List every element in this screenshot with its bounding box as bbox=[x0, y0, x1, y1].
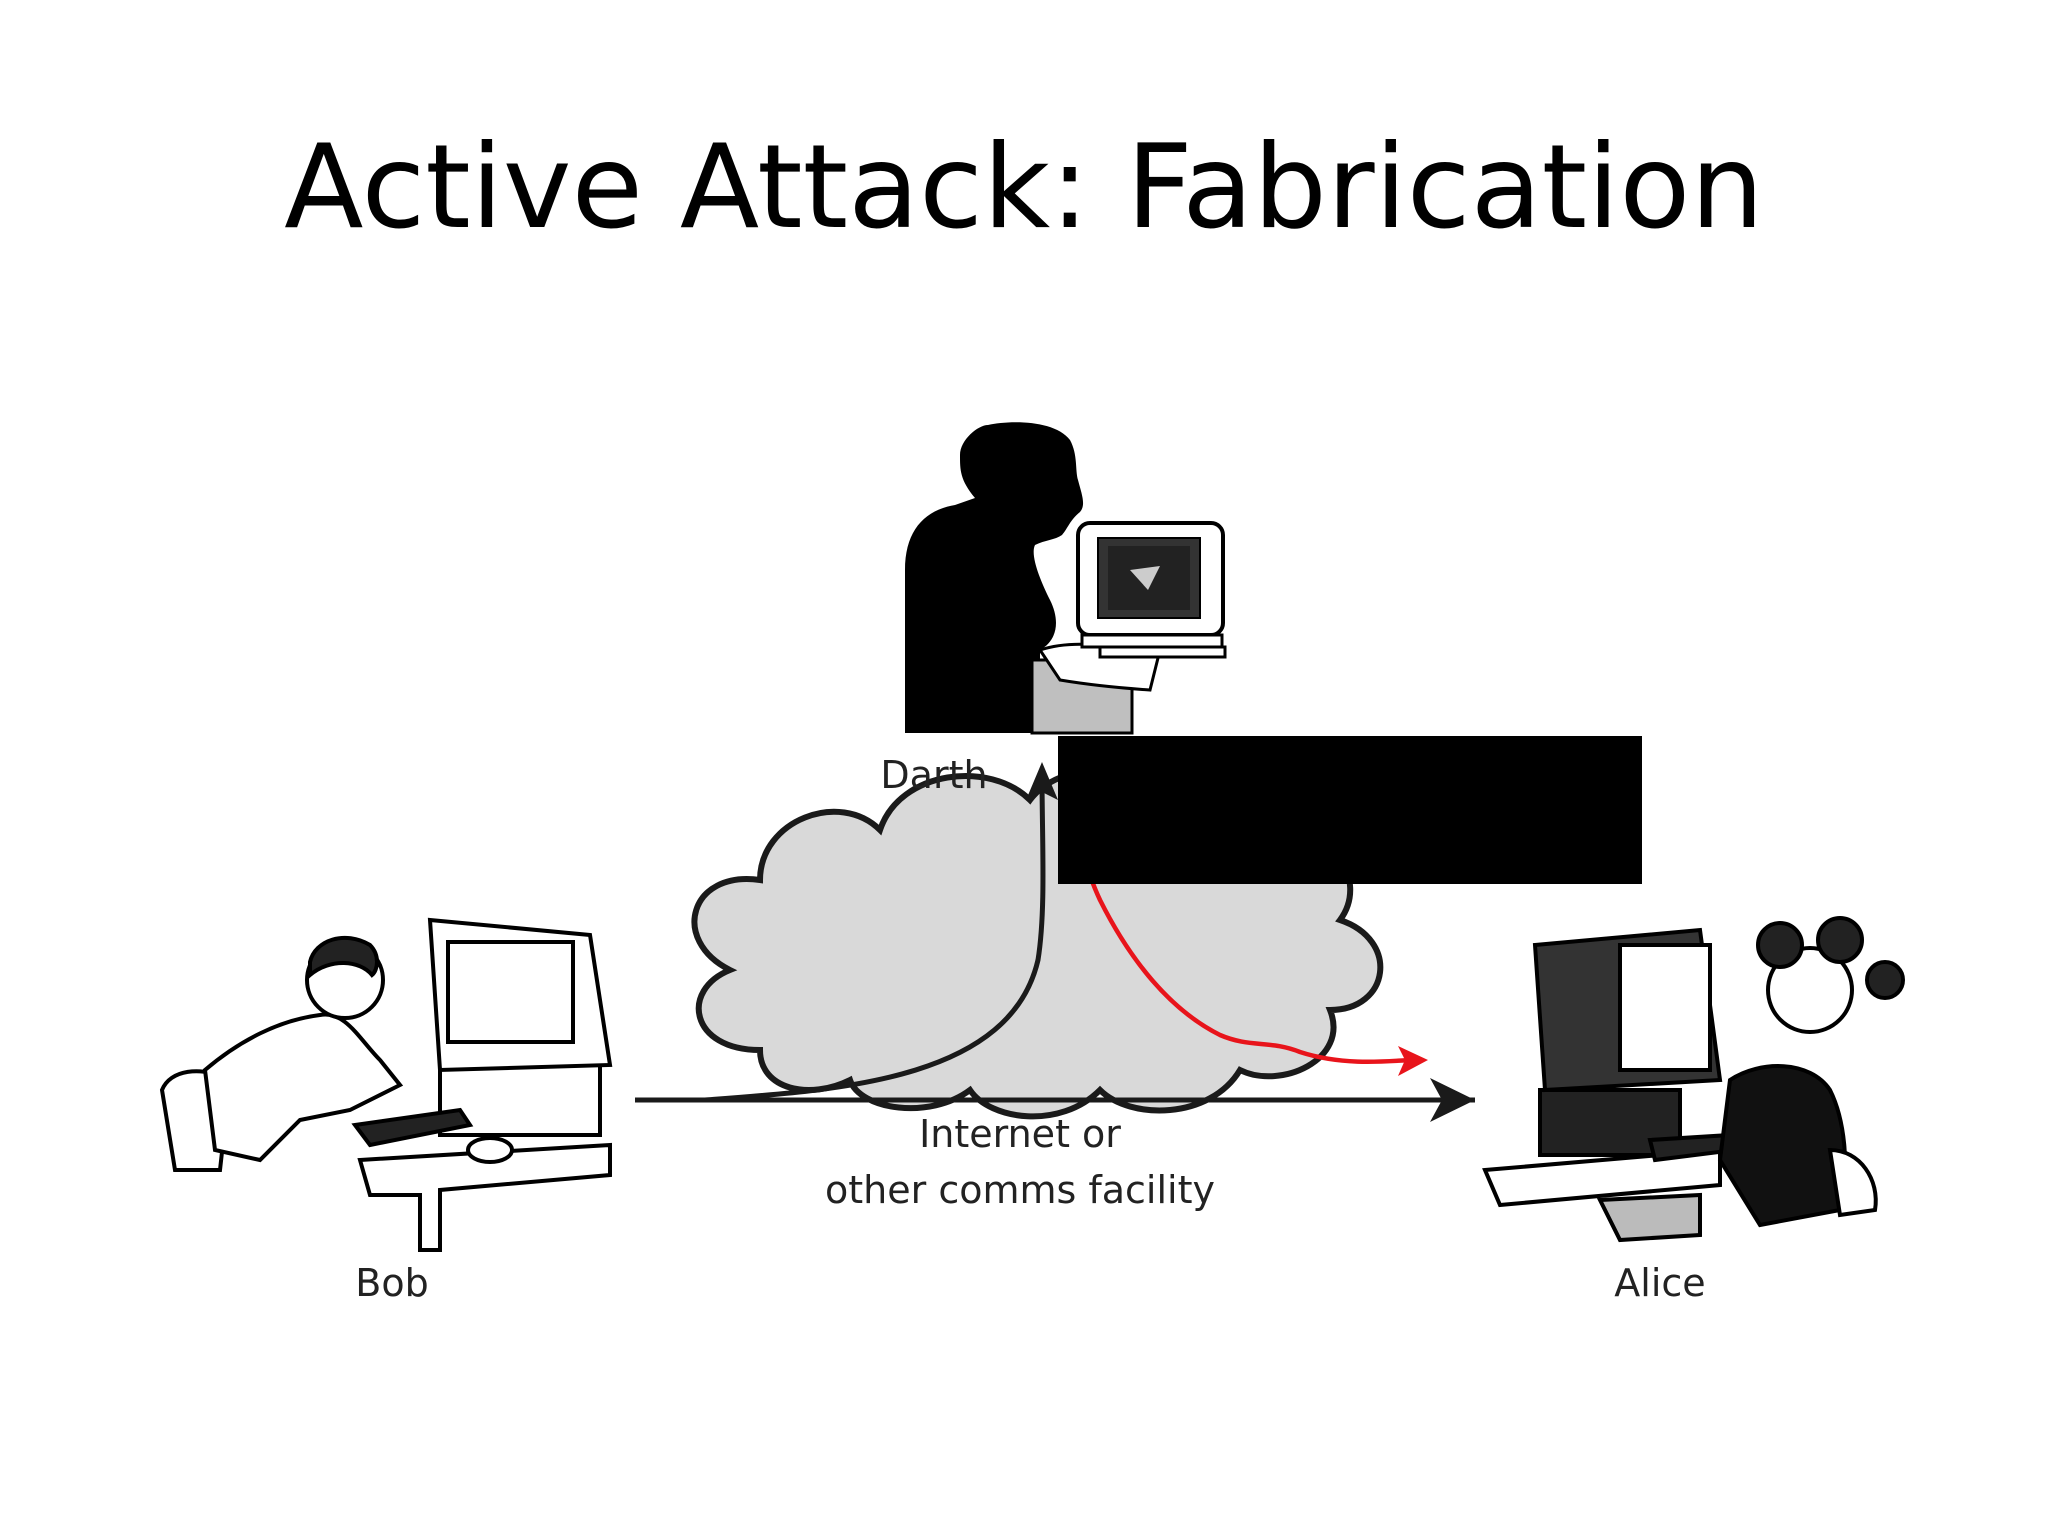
network-label-line1: Internet or bbox=[919, 1112, 1121, 1156]
bob-label: Bob bbox=[355, 1261, 428, 1305]
to-darth-arrow bbox=[704, 774, 1046, 1103]
to-darth-arrowhead bbox=[1026, 762, 1058, 800]
bob-to-alice-arrowhead bbox=[1430, 1078, 1475, 1122]
bob-figure bbox=[159, 917, 613, 1252]
alice-figure bbox=[1482, 916, 1905, 1243]
fabrication-arrowhead bbox=[1398, 1046, 1428, 1076]
darth-figure bbox=[905, 422, 1227, 735]
network-label-line2: other comms facility bbox=[825, 1168, 1215, 1212]
alice-label: Alice bbox=[1614, 1261, 1705, 1305]
redaction-box bbox=[1058, 736, 1642, 884]
slide-title: Active Attack: Fabrication bbox=[284, 120, 1764, 255]
darth-label: Darth bbox=[880, 753, 987, 797]
